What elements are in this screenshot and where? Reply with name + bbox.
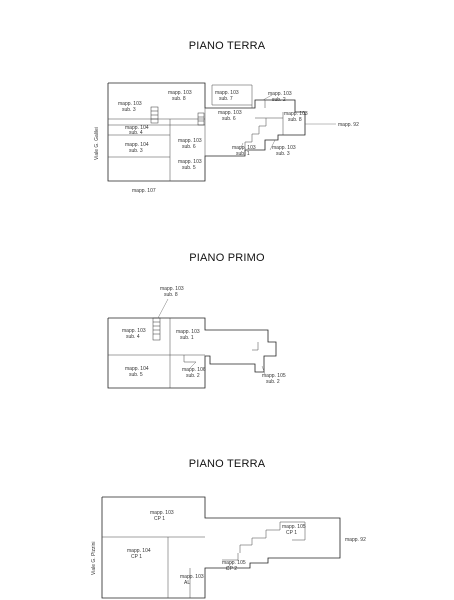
plan3-label-m104cp1-b: CP 1 <box>131 554 142 560</box>
plan1-label-m104s4-b: sub. 4 <box>129 130 143 136</box>
plan2-label-m103s4-b: sub. 4 <box>126 334 140 340</box>
plan1-label-m103s7-a: mapp. 103 <box>215 90 239 96</box>
plan3-road-label: Viale G. Pizzini <box>91 541 97 575</box>
plan1-label-m103s3-b: sub. 3 <box>122 107 136 113</box>
plan2-label-m103s4-a: mapp. 103 <box>122 328 146 334</box>
plan3-title: PIANO TERRA <box>188 458 266 470</box>
plan1-label-m103s6b-b: sub. 6 <box>182 144 196 150</box>
plan1-label-m103s3b-a: mapp. 103 <box>272 145 296 151</box>
plan1-label-m103s8b-a: mapp. 103 <box>284 111 308 117</box>
plan1-label-m103s6-b: sub. 6 <box>222 116 236 122</box>
plan2-label-m103s1-b: sub. 1 <box>180 335 194 341</box>
plan2-label-m105s2-a: mapp. 105 <box>262 373 286 379</box>
plan1-label-m103s1-a: mapp. 103 <box>232 145 256 151</box>
plan3-label-m92: mapp. 92 <box>345 537 366 543</box>
plan3-label-m104cp1-a: mapp. 104 <box>127 548 151 554</box>
plan1-label-m103s3b-b: sub. 3 <box>276 151 290 157</box>
plan1-label-m103s8-b: sub. 8 <box>172 96 186 102</box>
plan3-label-m103al-b: AL <box>184 580 190 586</box>
plan3-label-m105cp2-a: mapp. 105 <box>222 560 246 566</box>
plan1-label-m103s2-b: sub. 2 <box>272 97 286 103</box>
plan1-label-m103s2-a: mapp. 103 <box>268 91 292 97</box>
plan1-label-m103s1-b: sub. 1 <box>236 151 250 157</box>
plan3-label-m103cp1-b: CP 1 <box>154 516 165 522</box>
plan1-title: PIANO TERRA <box>188 40 266 52</box>
plan1-label-m103s6-a: mapp. 103 <box>218 110 242 116</box>
plan3-label-m103al-a: mapp. 103 <box>180 574 204 580</box>
plan2-label-m103s8-a: mapp. 103 <box>160 286 184 292</box>
plan1-label-m103s8b-b: sub. 8 <box>288 117 302 123</box>
plan1-floor-plan: mapp. 103 sub. 3 mapp. 103 sub. 8 mapp. … <box>0 0 454 230</box>
plan1-label-m103s7-b: sub. 7 <box>219 96 233 102</box>
plan2-label-m103s1-a: mapp. 103 <box>176 329 200 335</box>
plan1-road-label: Viale G. Galilei <box>94 127 100 160</box>
plan1-label-m104s4-a: mapp. 104 <box>125 125 149 131</box>
plan2-label-m106s2-b: sub. 2 <box>186 373 200 379</box>
plan1-label-m104s3-a: mapp. 104 <box>125 142 149 148</box>
plan1-label-m103s8-a: mapp. 103 <box>168 90 192 96</box>
plan2-drawing: mapp. 103 sub. 8 mapp. 103 sub. 4 mapp. … <box>107 286 286 389</box>
plan1-label-m104s3-b: sub. 3 <box>129 148 143 154</box>
plan1-label-m107: mapp. 107 <box>132 188 156 194</box>
plan2-label-m104s5-b: sub. 5 <box>129 372 143 378</box>
plan2-title: PIANO PRIMO <box>189 252 265 264</box>
plan2-label-m105s2-b: sub. 2 <box>266 379 280 385</box>
plan1-label-m92: mapp. 92 <box>338 122 359 128</box>
plan2-label-m103s8-b: sub. 8 <box>164 292 178 298</box>
plan3-label-m105cp2-b: CP 2 <box>226 566 237 572</box>
plan1-label-m103s6b-a: mapp. 103 <box>178 138 202 144</box>
plan1-drawing: mapp. 103 sub. 3 mapp. 103 sub. 8 mapp. … <box>94 82 359 194</box>
plan1-label-m103s5-a: mapp. 103 <box>178 159 202 165</box>
plan3-label-m105cp1-b: CP 1 <box>286 530 297 536</box>
plan1-label-m103s3-a: mapp. 103 <box>118 101 142 107</box>
plan3-label-m103cp1-a: mapp. 103 <box>150 510 174 516</box>
plan3-label-m105cp1-a: mapp. 105 <box>282 524 306 530</box>
plan1-label-m103s5-b: sub. 5 <box>182 165 196 171</box>
plan2-label-m106s2-a: mapp. 106 <box>182 367 206 373</box>
plan2-label-m104s5-a: mapp. 104 <box>125 366 149 372</box>
